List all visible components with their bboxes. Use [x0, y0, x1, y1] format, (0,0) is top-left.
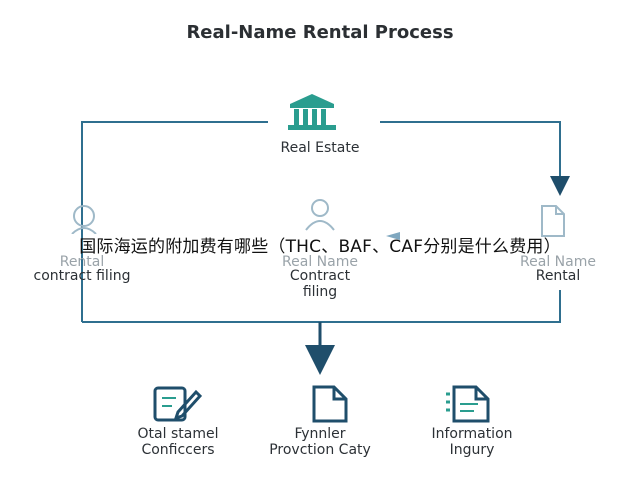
bottom-node-3-line2: Ingury [449, 442, 495, 458]
bottom-node-3-line1: Information [431, 426, 513, 442]
top-left-connector [81, 121, 268, 322]
bottom-node-1-line2: Conficcers [141, 442, 215, 458]
bottom-node-1-line1: Otal stamel [137, 426, 219, 442]
center-arrow [386, 232, 400, 240]
left-node-line1: Rental [59, 254, 105, 270]
center-node-line3: filing [302, 284, 338, 300]
right-node-line2: Rental [535, 268, 581, 284]
top-node-label: Real Estate [280, 140, 360, 156]
person-outline-icon [71, 205, 97, 234]
building-icon [288, 94, 336, 130]
left-node-line2: contract filing [33, 268, 131, 284]
overlay-caption: 国际海运的附加费有哪些（THC、BAF、CAF分别是什么费用） [79, 237, 561, 257]
bottom-connector [82, 290, 561, 323]
bottom-node-2-line2: Provction Caty [269, 442, 371, 458]
right-node-line1: Real Name [520, 254, 596, 270]
edit-document-icon [153, 386, 202, 422]
center-node-line1: Real Name [282, 254, 358, 270]
list-document-icon [446, 385, 490, 423]
person-outline-icon [305, 199, 335, 231]
diagram-title: Real-Name Rental Process [186, 22, 454, 43]
top-right-connector [380, 121, 570, 196]
bottom-node-2-line1: Fynnler [294, 426, 346, 442]
document-icon [541, 205, 565, 237]
center-node-line2: Contract [289, 268, 351, 284]
document-icon [312, 385, 348, 423]
